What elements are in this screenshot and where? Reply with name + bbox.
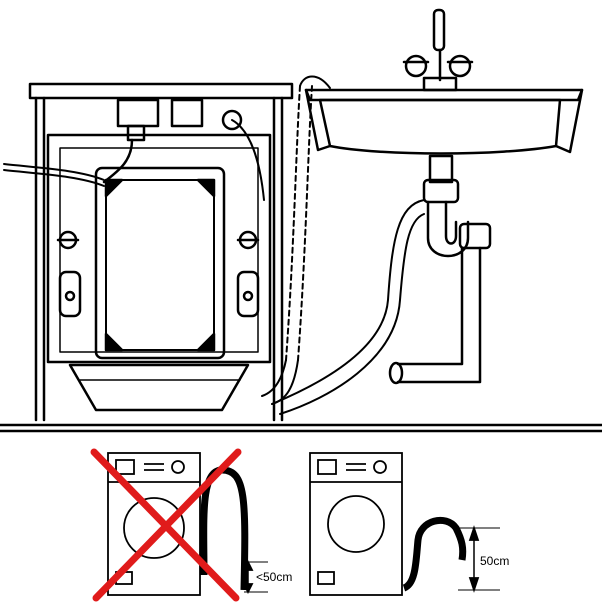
wrong-height-label: <50cm xyxy=(256,570,293,584)
sink-trap xyxy=(271,154,492,415)
wrong-installation-example xyxy=(107,452,268,596)
washing-machine-top-view xyxy=(3,82,294,422)
prohibited-cross xyxy=(90,448,242,602)
correct-height-label: 50cm xyxy=(480,554,510,568)
sink xyxy=(304,8,584,155)
correct-installation-example xyxy=(309,452,500,596)
